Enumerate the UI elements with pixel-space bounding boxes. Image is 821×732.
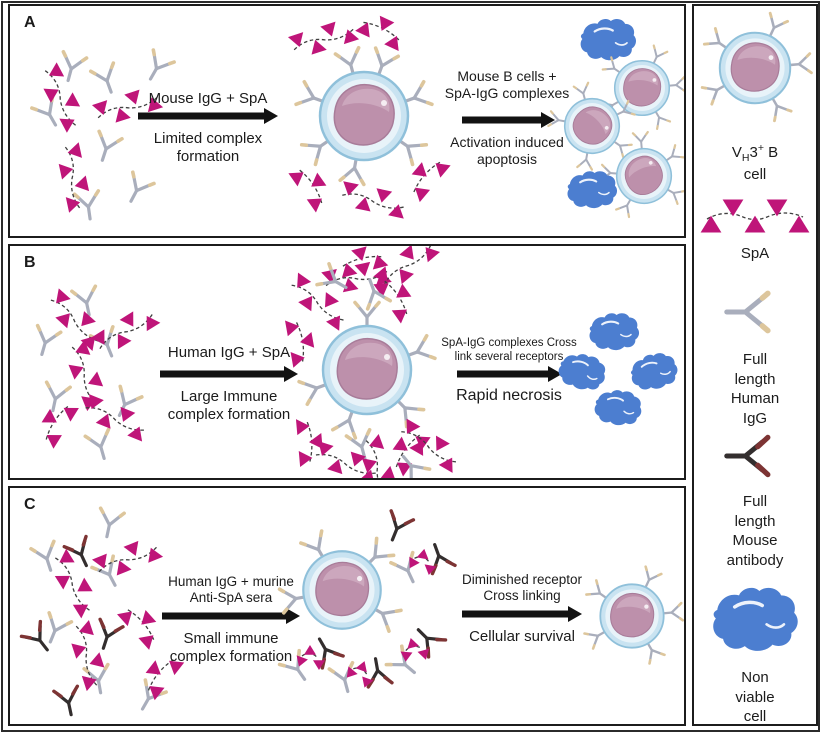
panel-a-arrow2-label-top: Mouse B cells + SpA-IgG complexes	[444, 68, 570, 102]
b-cell-icon	[321, 324, 413, 416]
human-igg-icon	[130, 678, 168, 717]
mouse-antibody-icon	[52, 684, 85, 719]
panel-b-arrow2-label-bottom: Rapid necrosis	[456, 387, 562, 404]
igg-spa-mixture	[28, 284, 161, 464]
b-cell-with-large-complexes	[284, 246, 440, 478]
panel-c-label: C	[24, 496, 36, 513]
spa-icon	[288, 16, 359, 60]
small-immune-complex-icon	[322, 639, 400, 711]
human-igg-icon	[83, 427, 118, 464]
dead-cell-icon	[591, 386, 645, 430]
human-igg-icon	[93, 506, 126, 541]
panel-a-label: A	[24, 14, 36, 31]
human-igg-icon	[30, 94, 68, 133]
b-cell-with-complexes	[288, 9, 451, 219]
dead-cell-icon	[627, 349, 682, 394]
dead-cell-icon	[711, 586, 800, 653]
human-igg-icon	[118, 170, 156, 209]
dead-cell-icon	[566, 170, 619, 210]
spa-icon	[55, 142, 92, 213]
human-igg-icon	[727, 293, 768, 330]
spa-icon	[80, 394, 151, 441]
spa-icon	[401, 150, 450, 202]
spa-icon	[91, 302, 161, 358]
panel-b-graphics	[28, 246, 682, 478]
apoptotic-b-cells	[534, 17, 684, 232]
spa-icon	[296, 417, 324, 467]
spa-icon	[35, 62, 88, 132]
legend-bcell-label-sub: H	[741, 151, 750, 164]
human-igg-icon	[29, 539, 64, 576]
spa-icon	[701, 200, 810, 233]
panel-c-arrow1-label-bottom: Small immune complex formation	[169, 630, 293, 666]
panel-b: B	[8, 244, 686, 480]
legend-bcell-label-plus: +	[757, 141, 764, 154]
spa-icon	[284, 273, 353, 331]
legend-bcell-label-v: V	[731, 143, 742, 161]
human-igg-icon	[70, 284, 103, 319]
b-cell-icon	[702, 13, 811, 121]
human-igg-icon	[37, 611, 74, 649]
mouse-antibody-icon	[90, 617, 125, 654]
mouse-antibody-icon	[727, 437, 768, 474]
b-cell-icon	[302, 550, 382, 630]
arrow-icon	[462, 112, 555, 128]
dead-cell-icon	[588, 312, 641, 352]
panel-c-arrow1-label-top: Human IgG + murine Anti-SpA sera	[168, 574, 294, 606]
mouse-antibody-icon	[62, 534, 99, 573]
legend-mouse-antibody-label: Full length Mouse antibody	[726, 493, 784, 569]
spa-icon	[355, 9, 409, 51]
panel-a-arrow2-label-bottom: Activation induced apoptosis	[450, 134, 564, 168]
panel-a-arrow1-label-bottom: Limited complex formation	[153, 130, 263, 166]
panel-a: A	[8, 4, 686, 238]
arrow-icon	[160, 366, 298, 382]
arrow-icon	[138, 108, 278, 124]
igg-spa-mixture	[30, 48, 176, 223]
panel-a-graphics	[30, 6, 684, 236]
human-igg-icon	[88, 61, 125, 98]
spa-icon	[288, 159, 335, 212]
panel-c: C	[8, 486, 686, 726]
b-cell-icon	[318, 70, 410, 162]
arrow-icon	[462, 606, 582, 622]
legend-bcell-label: VH3+ B cell	[725, 122, 786, 185]
human-igg-icon	[54, 49, 89, 86]
legend-spa-label: SpA	[740, 245, 770, 262]
panel-b-arrow1-label-top: Human IgG + SpA	[167, 344, 291, 361]
panel-b-label: B	[24, 254, 36, 271]
legend-bcell-label-rest: B cell	[743, 143, 779, 184]
human-igg-icon	[28, 323, 63, 360]
surviving-b-cell-icon	[585, 567, 683, 664]
mouse-antibody-icon	[379, 509, 416, 547]
arrow-icon	[162, 608, 300, 624]
human-igg-icon	[138, 48, 176, 87]
panel-c-arrow2-label-top: Diminished receptor Cross linking	[461, 572, 583, 604]
legend-bcell-label-3: 3	[749, 143, 758, 161]
dead-cell-icon	[579, 17, 638, 62]
legend-nonviable-label: Non viable cell	[735, 669, 775, 725]
panel-b-arrow1-label-bottom: Large Immune complex formation	[167, 388, 291, 424]
human-igg-icon	[89, 129, 124, 166]
panel-c-arrow2-label-bottom: Cellular survival	[469, 628, 575, 645]
legend: VH3+ B cell SpA Full length Human IgG Fu…	[692, 4, 818, 726]
spa-icon	[92, 535, 163, 582]
panel-c-graphics	[19, 506, 684, 719]
spa-icon	[338, 181, 409, 218]
small-immune-complex-icon	[387, 532, 459, 595]
spa-icon	[117, 598, 167, 650]
arrow-icon	[457, 366, 562, 382]
panel-a-arrow1-label-top: Mouse IgG + SpA	[148, 90, 268, 107]
b-cell-with-small-complexes	[277, 509, 459, 711]
necrotic-cells	[554, 312, 682, 430]
legend-human-igg-label: Full length Human IgG	[730, 351, 780, 427]
igg-antispa-mixture	[19, 506, 184, 719]
panel-b-arrow2-label-top: SpA-IgG complexes Cross link several rec…	[441, 337, 577, 364]
